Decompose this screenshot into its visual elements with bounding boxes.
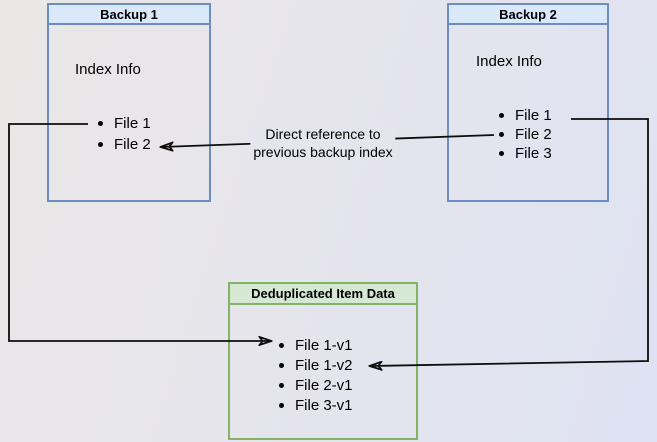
list-item: File 3-v1 <box>279 396 353 416</box>
backup1-title: Backup 1 <box>49 5 209 25</box>
list-item: File 1 <box>98 113 151 134</box>
list-item: File 2-v1 <box>279 376 353 396</box>
backup1-box: Backup 1 <box>47 3 211 202</box>
backup2-title: Backup 2 <box>449 5 607 25</box>
backup2-index-info-label: Index Info <box>476 53 542 70</box>
dedup-box: Deduplicated Item Data <box>228 282 418 440</box>
direct-reference-annotation: Direct reference to previous backup inde… <box>250 125 396 161</box>
list-item: File 2 <box>98 134 151 155</box>
list-item: File 2 <box>499 125 552 144</box>
list-item: File 1 <box>499 106 552 125</box>
list-item: File 1-v1 <box>279 336 353 356</box>
list-item: File 1-v2 <box>279 356 353 376</box>
dedup-title: Deduplicated Item Data <box>230 284 416 305</box>
backup1-index-info-label: Index Info <box>75 61 141 78</box>
list-item: File 3 <box>499 144 552 163</box>
backup2-box: Backup 2 <box>447 3 609 202</box>
annotation-line2: previous backup index <box>253 144 393 160</box>
annotation-line1: Direct reference to <box>265 126 381 142</box>
